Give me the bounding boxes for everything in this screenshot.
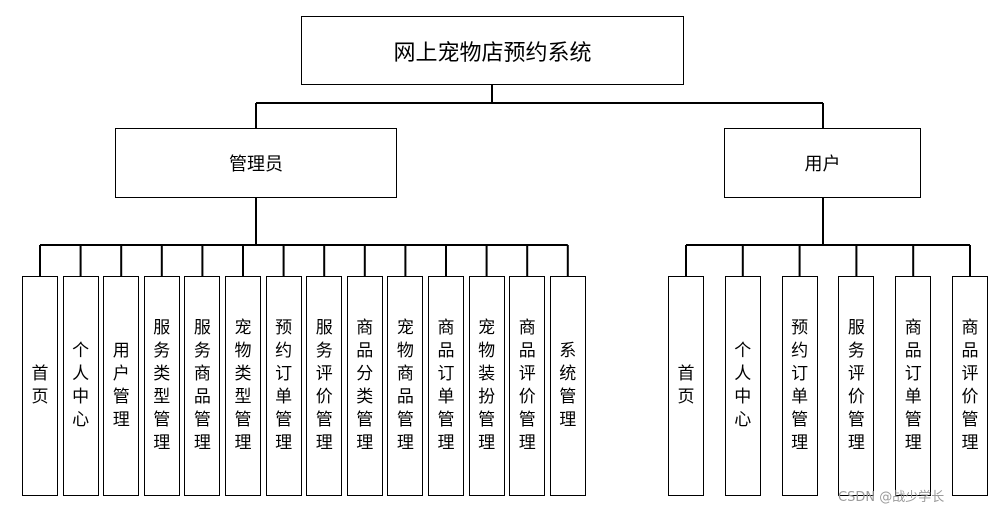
- user-leaf-label: 首页: [677, 364, 695, 407]
- admin-leaf-label: 首页: [31, 364, 49, 407]
- admin-leaf-0: 首页: [22, 276, 58, 496]
- user-node: 用户: [724, 128, 921, 198]
- root-node: 网上宠物店预约系统: [301, 16, 684, 85]
- user-leaf-label: 服务评价管理: [847, 318, 865, 453]
- user-leaf-4: 商品订单管理: [895, 276, 932, 496]
- admin-leaf-label: 用户管理: [112, 341, 130, 430]
- admin-leaf-5: 宠物类型管理: [225, 276, 261, 496]
- admin-leaf-label: 商品分类管理: [356, 318, 374, 453]
- admin-leaf-label: 服务商品管理: [193, 318, 211, 453]
- admin-leaf-label: 服务类型管理: [153, 318, 171, 453]
- admin-leaf-13: 系统管理: [549, 276, 586, 496]
- watermark: CSDN @战少学长: [838, 490, 945, 505]
- user-leaf-3: 服务评价管理: [838, 276, 875, 496]
- user-leaf-label: 个人中心: [734, 341, 752, 430]
- admin-leaf-label: 服务评价管理: [315, 318, 333, 453]
- root-label: 网上宠物店预约系统: [393, 40, 592, 66]
- admin-leaf-2: 用户管理: [103, 276, 140, 496]
- admin-leaf-label: 商品评价管理: [518, 318, 536, 453]
- admin-leaf-label: 宠物商品管理: [396, 318, 414, 453]
- admin-leaf-7: 服务评价管理: [306, 276, 343, 496]
- admin-node: 管理员: [115, 128, 397, 198]
- admin-leaf-4: 服务商品管理: [184, 276, 221, 496]
- user-leaf-label: 商品订单管理: [904, 318, 922, 453]
- admin-leaf-9: 宠物商品管理: [387, 276, 424, 496]
- user-leaf-label: 预约订单管理: [791, 318, 809, 453]
- admin-leaf-label: 个人中心: [72, 341, 90, 430]
- user-label: 用户: [804, 154, 841, 175]
- user-leaf-label: 商品评价管理: [961, 318, 979, 453]
- user-leaf-1: 个人中心: [724, 276, 761, 496]
- admin-leaf-label: 预约订单管理: [275, 318, 293, 453]
- admin-leaf-1: 个人中心: [62, 276, 99, 496]
- admin-leaf-label: 宠物类型管理: [234, 318, 252, 453]
- admin-leaf-label: 宠物装扮管理: [478, 318, 496, 453]
- user-leaf-2: 预约订单管理: [781, 276, 818, 496]
- admin-leaf-6: 预约订单管理: [265, 276, 302, 496]
- admin-leaf-12: 商品评价管理: [509, 276, 546, 496]
- admin-leaf-8: 商品分类管理: [346, 276, 383, 496]
- admin-label: 管理员: [229, 154, 283, 175]
- admin-leaf-11: 宠物装扮管理: [468, 276, 505, 496]
- admin-leaf-3: 服务类型管理: [143, 276, 180, 496]
- user-leaf-5: 商品评价管理: [952, 276, 988, 496]
- admin-leaf-label: 商品订单管理: [437, 318, 455, 453]
- admin-leaf-10: 商品订单管理: [428, 276, 464, 496]
- admin-leaf-label: 系统管理: [559, 341, 577, 430]
- user-leaf-0: 首页: [668, 276, 704, 496]
